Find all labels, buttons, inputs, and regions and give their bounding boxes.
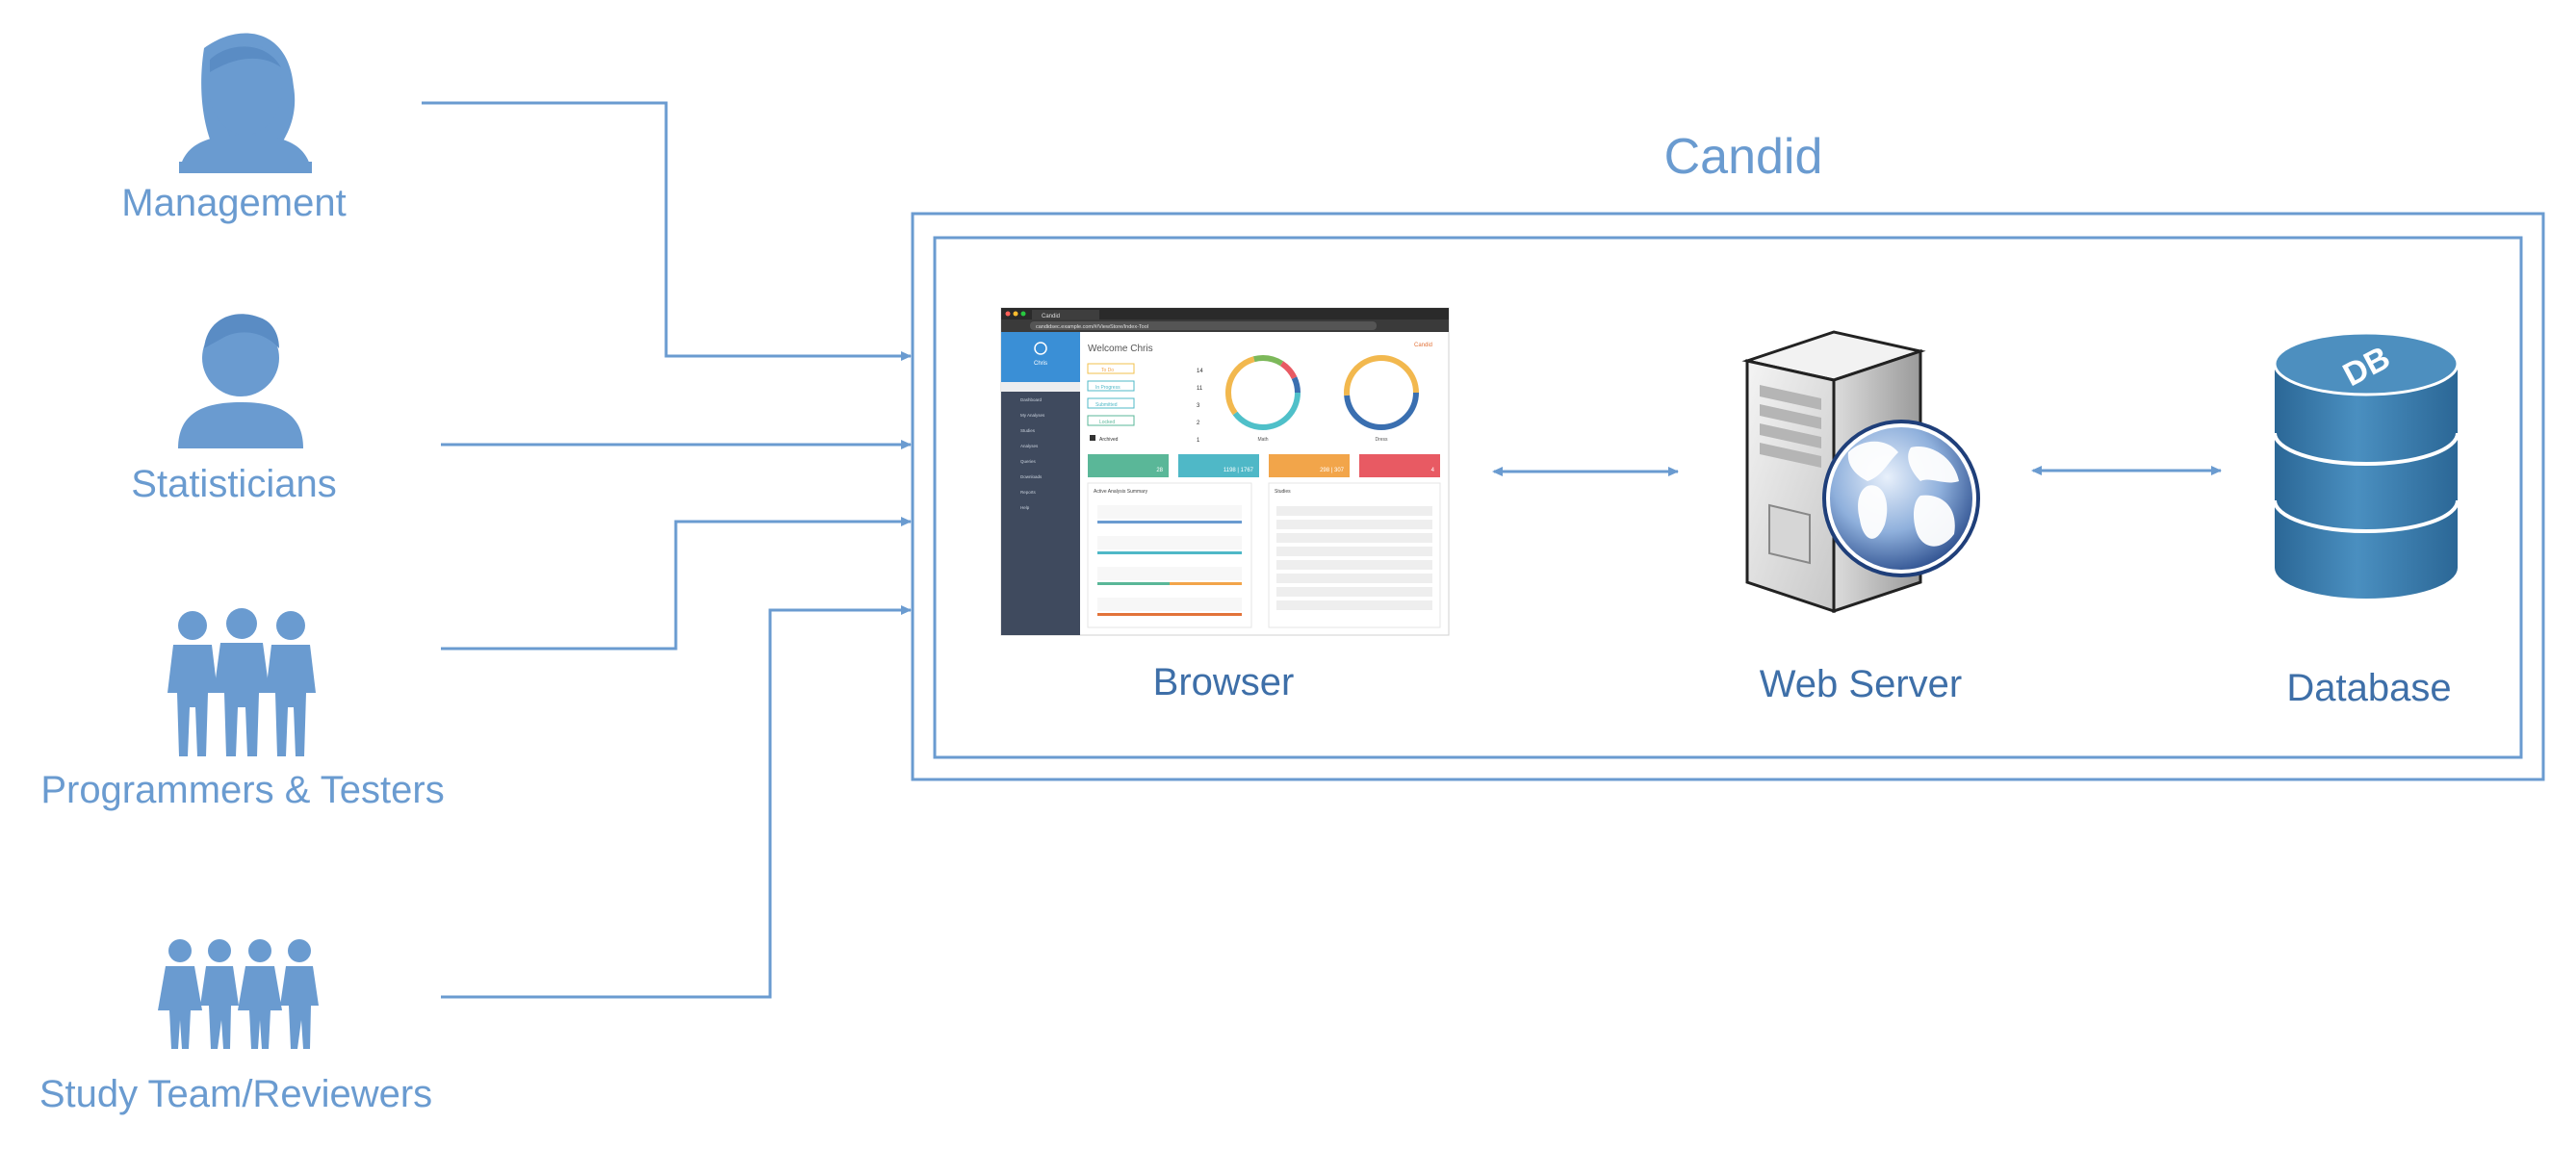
svg-text:1198 | 1767: 1198 | 1767 <box>1224 468 1254 473</box>
svg-text:In Progress: In Progress <box>1095 385 1121 391</box>
svg-text:Dashboard: Dashboard <box>1020 397 1043 402</box>
mini-donut-2-label: Dress <box>1375 437 1388 443</box>
woman-icon <box>179 33 312 173</box>
actor-connectors <box>422 101 912 999</box>
svg-text:Help: Help <box>1020 505 1030 510</box>
svg-text:14: 14 <box>1197 369 1203 374</box>
mini-status-list: To Do 14 In Progress 11 Submitted 3 Lock… <box>1087 363 1203 444</box>
mini-analysis-rows <box>1097 505 1242 616</box>
svg-text:1: 1 <box>1197 438 1200 444</box>
svg-text:2: 2 <box>1197 421 1200 426</box>
svg-text:298 | 307: 298 | 307 <box>1320 468 1345 473</box>
mini-welcome: Welcome Chris <box>1088 344 1153 354</box>
svg-text:3: 3 <box>1197 403 1200 409</box>
mini-study-rows <box>1276 506 1432 610</box>
system-outer-border <box>911 212 2545 781</box>
mini-donut-1 <box>1225 355 1301 430</box>
connector-management <box>422 101 912 361</box>
svg-text:Downloads: Downloads <box>1020 474 1043 479</box>
actor-label-management: Management <box>121 182 346 224</box>
mini-sidebar-items: Dashboard My Analyses Studies Analyses Q… <box>1020 397 1045 510</box>
connector-programmers <box>441 517 912 651</box>
mini-donut-1-label: Math <box>1257 437 1268 443</box>
svg-text:4: 4 <box>1431 468 1435 473</box>
svg-text:Submitted: Submitted <box>1095 402 1118 408</box>
svg-text:Studies: Studies <box>1020 428 1036 433</box>
database-icon: DB <box>2273 331 2460 599</box>
web-server-icon <box>1741 330 1980 614</box>
svg-text:11: 11 <box>1197 386 1203 392</box>
connector-study-team <box>441 605 912 999</box>
svg-text:Archived: Archived <box>1099 437 1119 443</box>
svg-text:To Do: To Do <box>1101 368 1114 373</box>
mini-tiles: 28 1198 | 1767 298 | 307 4 <box>1088 454 1440 477</box>
svg-text:Queries: Queries <box>1020 459 1037 464</box>
component-label-browser: Browser <box>1153 661 1295 703</box>
system-inner-border <box>933 236 2523 759</box>
browser-screenshot: Candid candidsec.example.com/#/ViewStore… <box>1000 307 1450 636</box>
mini-donut-2 <box>1344 355 1419 430</box>
svg-text:28: 28 <box>1156 468 1163 473</box>
mini-panel-left-title: Active Analysis Summary <box>1094 489 1148 495</box>
mini-user-name: Chris <box>1034 361 1047 367</box>
mini-url: candidsec.example.com/#/ViewStore/Index-… <box>1036 324 1148 330</box>
man-icon <box>178 314 303 448</box>
group-of-four-icon <box>158 939 319 1049</box>
mini-tab-title: Candid <box>1042 314 1060 319</box>
actor-label-programmers-testers: Programmers & Testers <box>40 769 444 811</box>
mini-panel-right-title: Studies <box>1275 489 1291 495</box>
component-label-database: Database <box>2286 667 2451 709</box>
system-title: Candid <box>1664 129 1823 185</box>
group-of-three-icon <box>167 608 316 756</box>
actor-label-study-team-reviewers: Study Team/Reviewers <box>39 1073 432 1115</box>
svg-text:Locked: Locked <box>1099 420 1115 425</box>
actor-label-statisticians: Statisticians <box>131 463 336 505</box>
svg-text:Analyses: Analyses <box>1020 444 1039 448</box>
svg-text:Reports: Reports <box>1020 490 1037 495</box>
mini-brand: Candid <box>1414 343 1432 348</box>
svg-text:My Analyses: My Analyses <box>1020 413 1045 418</box>
component-label-web-server: Web Server <box>1760 663 1962 705</box>
